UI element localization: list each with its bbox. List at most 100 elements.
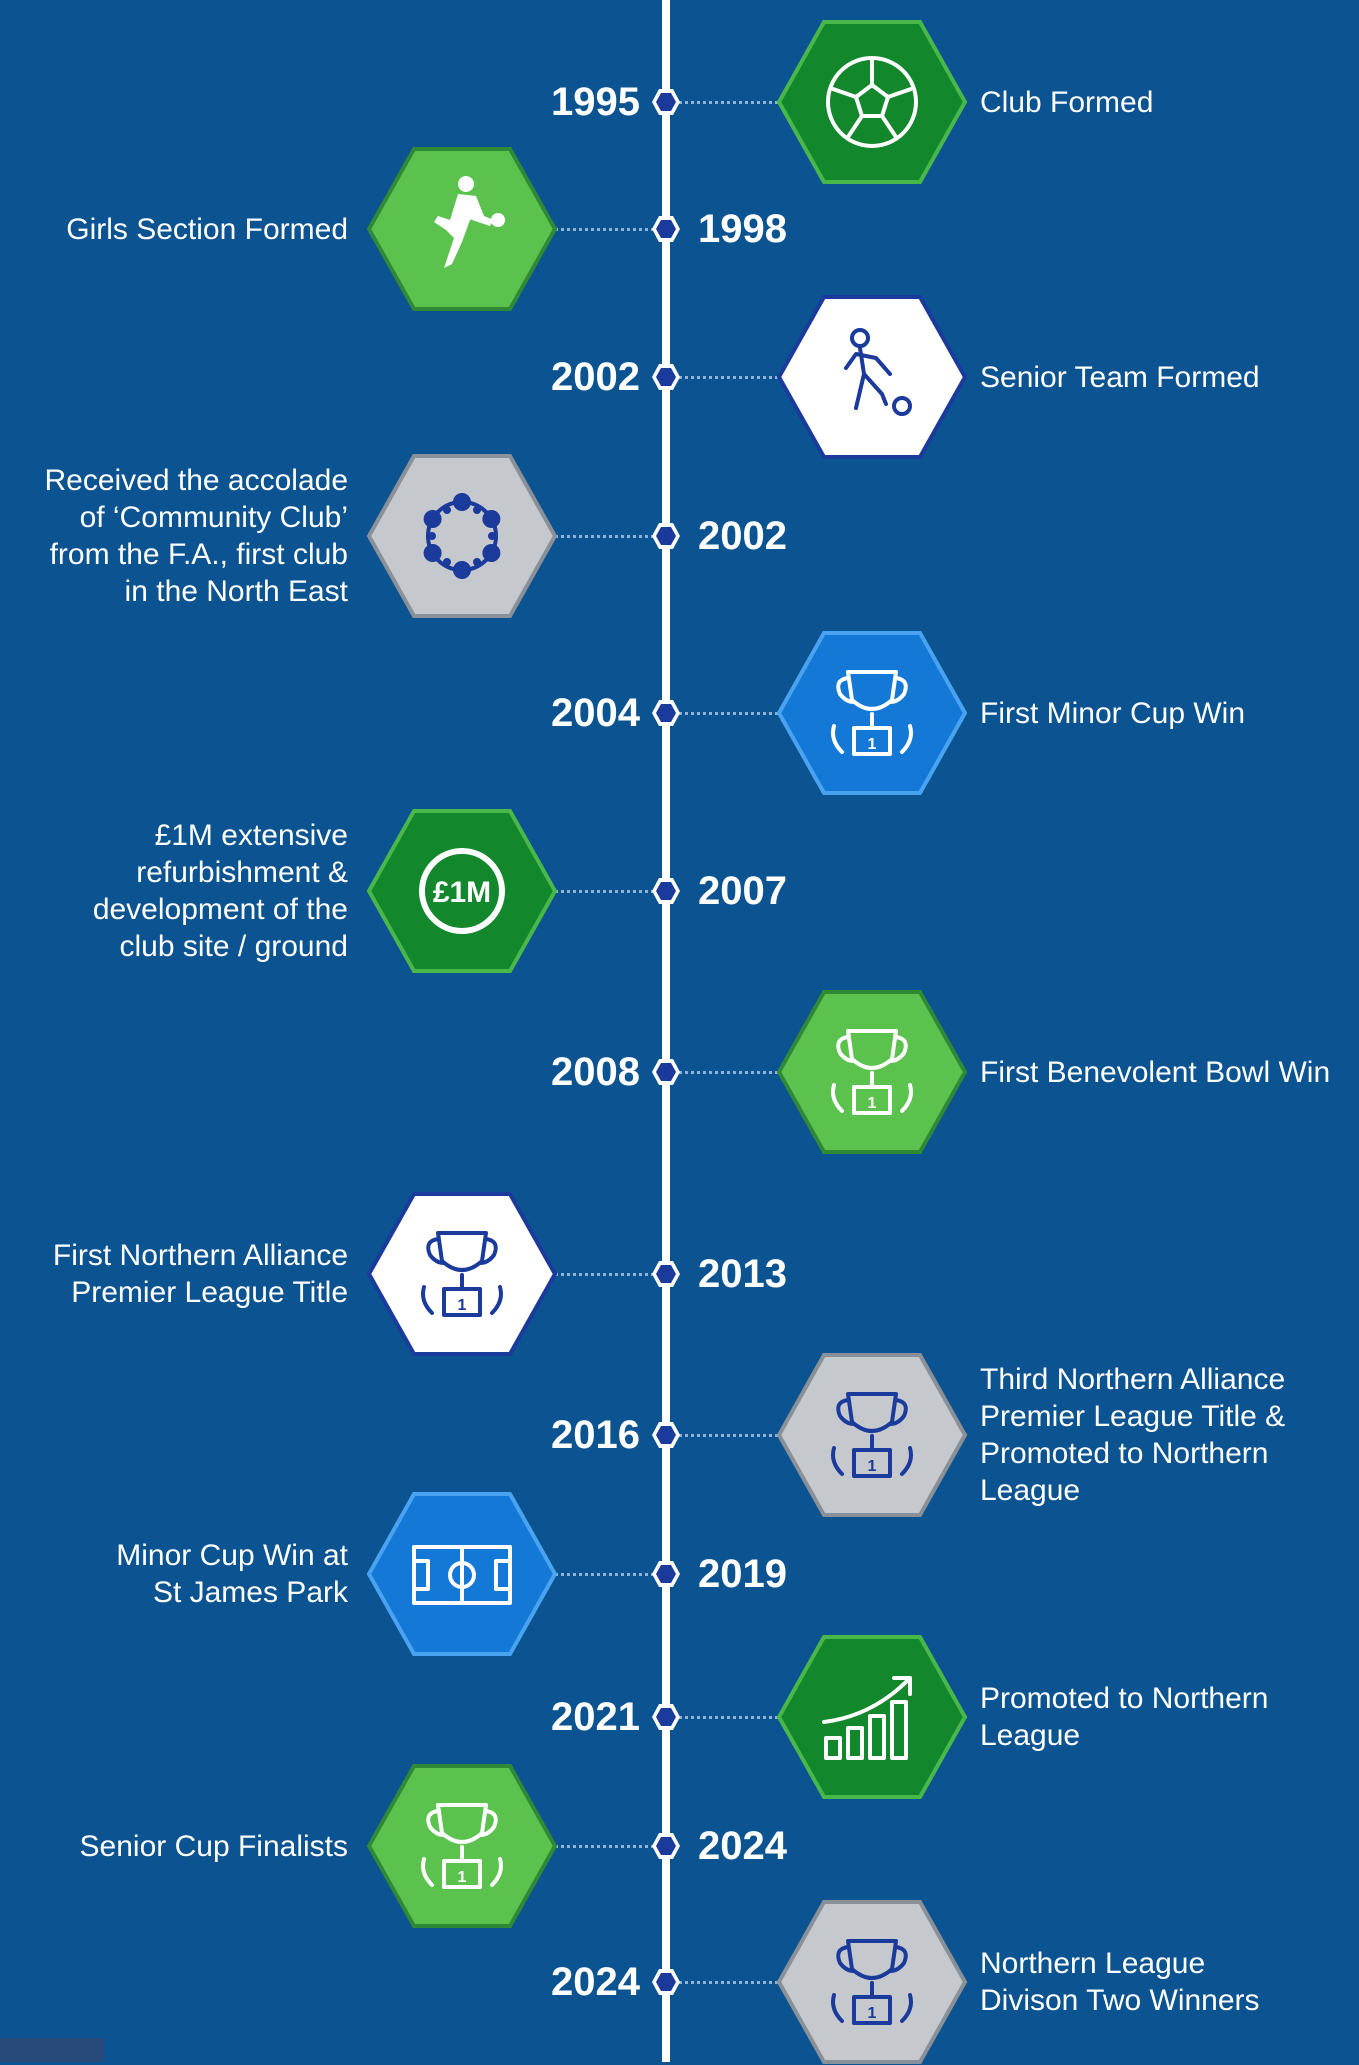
timeline-node — [652, 216, 680, 242]
event-year: 2007 — [698, 869, 787, 913]
timeline-connector — [548, 535, 654, 538]
timeline-node — [652, 1704, 680, 1730]
event-label-line: club site / ground — [119, 930, 348, 963]
event-label-line: Girls Section Formed — [66, 212, 348, 246]
event-label-line: Premier League Title & — [980, 1400, 1286, 1433]
timeline-node — [652, 1261, 680, 1287]
event-label-line: League — [980, 1474, 1081, 1507]
event-year: 1995 — [551, 80, 640, 124]
event-year: 2008 — [551, 1050, 640, 1094]
timeline-node — [652, 523, 680, 549]
trophy-podium-icon: 1 — [776, 990, 968, 1154]
event-hexagon: 1 — [776, 1352, 968, 1518]
timeline-connector — [548, 228, 654, 231]
timeline-connector — [678, 101, 786, 104]
football-icon — [776, 20, 968, 184]
timeline-connector — [678, 1434, 786, 1437]
event-label-line: Promoted to Northern — [980, 1682, 1269, 1715]
timeline-node — [652, 89, 680, 115]
event-year: 2024 — [698, 1824, 787, 1868]
event-label-line: Divison Two Winners — [980, 1984, 1260, 2017]
event-label-line: in the North East — [124, 575, 348, 608]
player-dribbling-icon — [776, 295, 968, 459]
svg-text:1: 1 — [868, 1458, 877, 1475]
timeline-node — [652, 878, 680, 904]
event-label-line: Promoted to Northern — [980, 1437, 1269, 1470]
event-label: First Benevolent Bowl Win — [980, 1054, 1340, 1091]
trophy-podium-icon: 1 — [366, 1192, 558, 1356]
event-label-line: First Benevolent Bowl Win — [980, 1055, 1331, 1089]
event-year: 2016 — [551, 1413, 640, 1457]
growth-chart-icon — [776, 1635, 968, 1799]
timeline-node — [652, 1422, 680, 1448]
club-logo — [0, 2038, 104, 2062]
event-label: Club Formed — [980, 84, 1340, 121]
event-label-line: Premier League Title — [71, 1276, 348, 1309]
timeline-node — [652, 1969, 680, 1995]
event-label: Minor Cup Win at St James Park — [2, 1537, 348, 1611]
event-year: 2019 — [698, 1552, 787, 1596]
event-hexagon — [366, 1491, 558, 1657]
event-label-line: £1M extensive — [154, 819, 348, 852]
event-label-line: Senior Team Formed — [980, 360, 1260, 394]
svg-text:1: 1 — [868, 736, 877, 753]
timeline-node — [652, 700, 680, 726]
timeline-node — [652, 1561, 680, 1587]
event-year: 1998 — [698, 207, 787, 251]
timeline-connector — [678, 712, 786, 715]
timeline-connector — [678, 376, 786, 379]
svg-text:1: 1 — [868, 1095, 877, 1112]
timeline-node — [652, 364, 680, 390]
one-million-pounds-icon: £1M — [366, 809, 558, 973]
event-hexagon — [776, 294, 968, 460]
event-hexagon: 1 — [366, 1191, 558, 1357]
event-year: 2013 — [698, 1252, 787, 1296]
event-label-line: Northern League — [980, 1947, 1206, 1980]
event-label-line: Club Formed — [980, 85, 1154, 119]
event-year: 2021 — [551, 1695, 640, 1739]
timeline-connector — [548, 890, 654, 893]
svg-text:£1M: £1M — [433, 876, 491, 909]
timeline-spine — [662, 0, 670, 2062]
event-label-line: St James Park — [152, 1576, 348, 1609]
trophy-podium-icon: 1 — [776, 631, 968, 795]
event-label-line: Third Northern Alliance — [980, 1363, 1286, 1396]
event-year: 2004 — [551, 691, 640, 735]
event-year: 2002 — [551, 355, 640, 399]
event-hexagon — [776, 19, 968, 185]
timeline-node — [652, 1833, 680, 1859]
event-label-line: League — [980, 1719, 1081, 1752]
timeline-connector — [548, 1573, 654, 1576]
event-label-line: Senior Cup Finalists — [79, 1829, 348, 1863]
football-pitch-icon — [366, 1492, 558, 1656]
event-label: Senior Team Formed — [980, 359, 1340, 396]
event-label: Senior Cup Finalists — [2, 1828, 348, 1865]
event-hexagon — [366, 453, 558, 619]
event-label-line: First Minor Cup Win — [980, 696, 1246, 730]
event-year: 2002 — [698, 514, 787, 558]
trophy-podium-icon: 1 — [366, 1764, 558, 1928]
event-hexagon: 1 — [776, 989, 968, 1155]
event-hexagon: 1 — [776, 630, 968, 796]
female-player-kicking-icon — [366, 147, 558, 311]
event-label-line: development of the — [92, 893, 348, 926]
trophy-podium-icon: 1 — [776, 1353, 968, 1517]
event-hexagon — [366, 146, 558, 312]
event-label-line: Received the accolade — [44, 464, 348, 497]
community-circle-icon — [366, 454, 558, 618]
timeline-connector — [678, 1716, 786, 1719]
svg-text:1: 1 — [458, 1869, 467, 1886]
timeline-connector — [678, 1071, 786, 1074]
event-hexagon: 1 — [776, 1899, 968, 2065]
timeline-connector — [678, 1981, 786, 1984]
svg-text:1: 1 — [458, 1297, 467, 1314]
event-hexagon: 1 — [366, 1763, 558, 1929]
event-label-line: Minor Cup Win at — [116, 1539, 348, 1572]
timeline-node — [652, 1059, 680, 1085]
event-label: First Minor Cup Win — [980, 695, 1340, 732]
